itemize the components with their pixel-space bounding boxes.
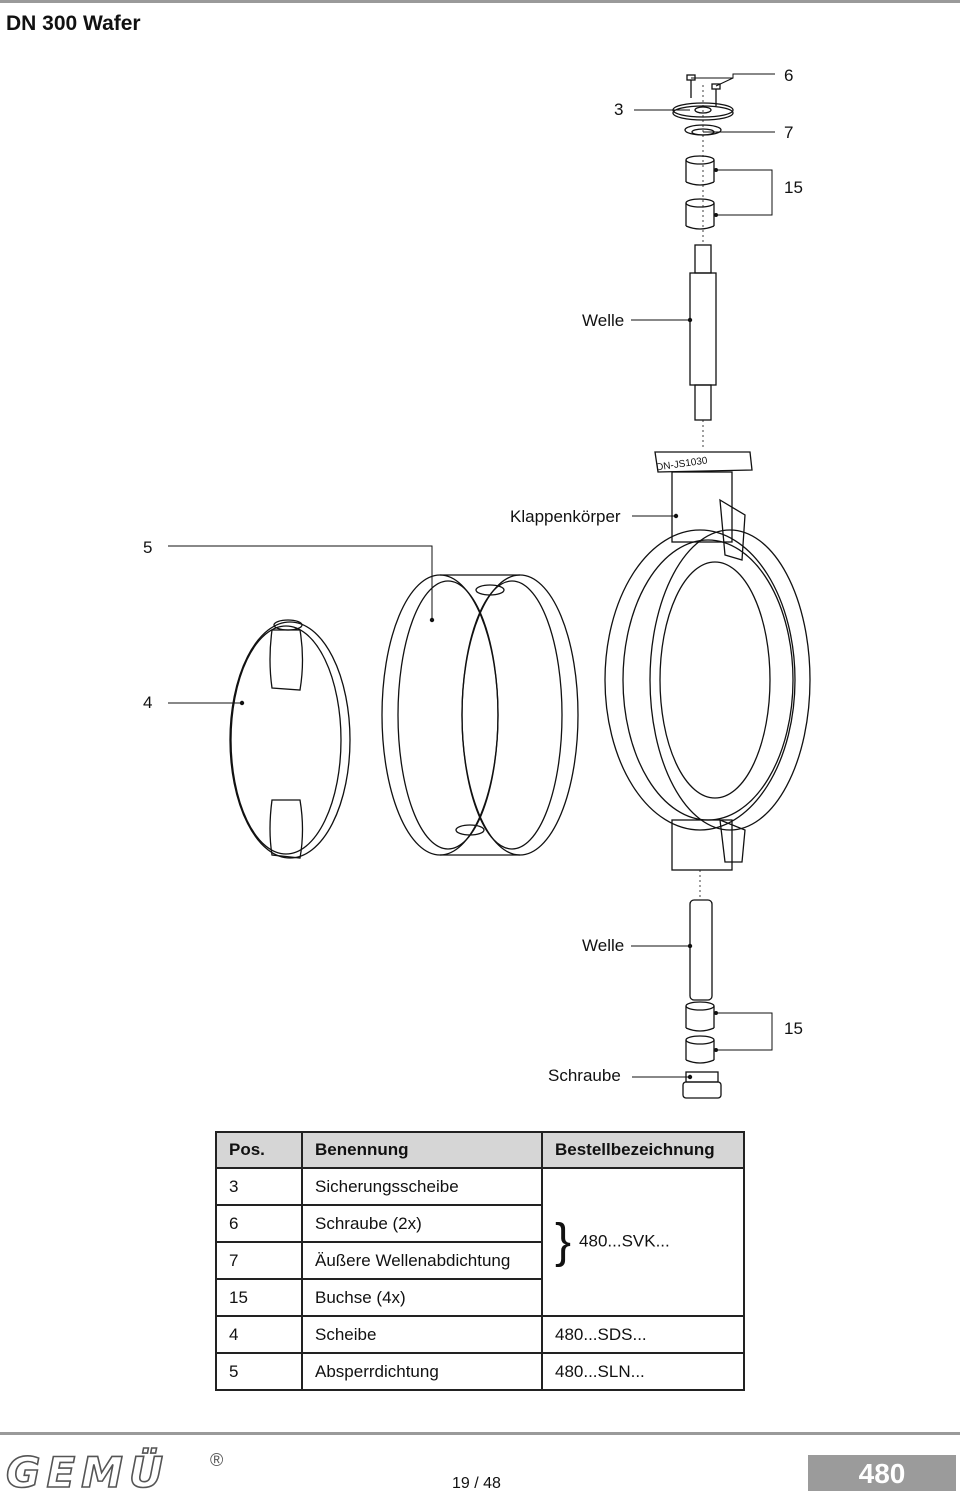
table-row: 5 Absperrdichtung 480...SLN...: [215, 1352, 745, 1391]
product-badge: 480: [808, 1455, 956, 1491]
group-order-value: 480...SVK...: [579, 1231, 670, 1251]
cell-name: Schraube (2x): [301, 1204, 543, 1243]
cell-name: Scheibe: [301, 1315, 543, 1354]
upper-shaft-part: [689, 244, 717, 421]
gemu-logo: GEMÜ: [5, 1447, 170, 1497]
bushing-top: [685, 155, 715, 230]
valve-body-part: [604, 451, 811, 871]
lower-shaft-part: [689, 899, 713, 1001]
label-pos-15-top: 15: [784, 178, 803, 197]
label-welle-bottom: Welle: [582, 936, 625, 955]
table-row: 3 Sicherungsscheibe } 480...SVK...: [215, 1167, 745, 1317]
screw-part: [686, 74, 721, 106]
label-pos-4: 4: [143, 693, 153, 712]
cell-pos: 6: [215, 1204, 303, 1243]
parts-table: Pos. Benennung Bestellbezeichnung 3 Sich…: [215, 1131, 745, 1391]
cell-order: 480...SLN...: [541, 1352, 745, 1391]
table-header-row: Pos. Benennung Bestellbezeichnung: [215, 1131, 745, 1169]
disc-part: [229, 619, 351, 859]
label-pos-7: 7: [784, 123, 794, 142]
top-rule: [0, 0, 960, 3]
label-pos-6: 6: [784, 66, 794, 85]
liner-part: [381, 574, 579, 856]
label-pos-15-bottom: 15: [784, 1019, 803, 1038]
header-pos: Pos.: [215, 1131, 303, 1169]
cell-pos: 7: [215, 1241, 303, 1280]
cell-pos: 5: [215, 1352, 303, 1391]
bushing-bottom: [685, 1001, 715, 1064]
table-row: 6 Schraube (2x): [215, 1204, 744, 1243]
cell-pos: 4: [215, 1315, 303, 1354]
cell-pos: 15: [215, 1278, 303, 1317]
table-row: 4 Scheibe 480...SDS...: [215, 1315, 745, 1354]
registered-mark: ®: [210, 1450, 224, 1470]
page-number: 19 / 48: [452, 1475, 501, 1492]
cell-name: Äußere Wellenabdichtung: [301, 1241, 543, 1280]
label-welle-top: Welle: [582, 311, 625, 330]
page-title: DN 300 Wafer: [6, 12, 141, 35]
cell-name: Buchse (4x): [301, 1278, 543, 1317]
cell-group-order: } 480...SVK...: [541, 1167, 745, 1317]
footer-rule: [0, 1432, 960, 1435]
cell-name: Sicherungsscheibe: [301, 1167, 543, 1206]
leader-lines: [168, 73, 775, 1078]
group-brace: }: [555, 1215, 572, 1268]
table-row: 15 Buchse (4x): [215, 1278, 744, 1317]
label-schraube: Schraube: [548, 1066, 621, 1085]
header-order: Bestellbezeichnung: [541, 1131, 745, 1169]
header-name: Benennung: [301, 1131, 543, 1169]
cell-pos: 3: [215, 1167, 303, 1206]
cell-order: 480...SDS...: [541, 1315, 745, 1354]
table-row: 7 Äußere Wellenabdichtung: [215, 1241, 744, 1280]
label-pos-5: 5: [143, 538, 153, 557]
cell-name: Absperrdichtung: [301, 1352, 543, 1391]
exploded-view-drawing: DN-JS1030: [168, 73, 811, 1099]
label-klappenkoerper: Klappenkörper: [510, 507, 621, 526]
label-pos-3: 3: [614, 100, 624, 119]
